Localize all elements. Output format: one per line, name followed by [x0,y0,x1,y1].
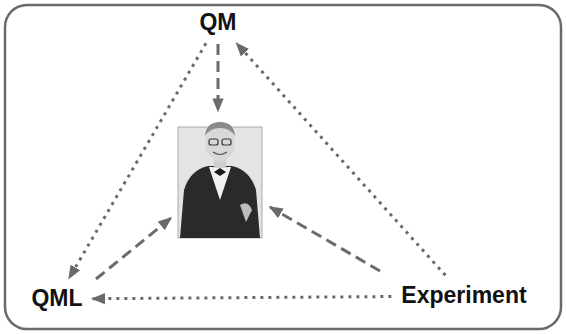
dashed-arrow [96,218,171,279]
dotted-arrow [93,297,392,299]
portrait-photo [178,122,262,238]
text-node: Experiment [397,281,530,310]
dashed-arrow [217,44,220,111]
text-node: QML [27,284,86,313]
frame [5,5,561,329]
dashed-arrow [270,207,380,271]
node-label: Experiment [401,283,526,308]
dotted-arrow [237,43,446,275]
text-node: QM [195,8,240,37]
node-label: QM [199,10,236,35]
dotted-arrow [69,43,206,278]
node-label: QML [31,286,82,311]
